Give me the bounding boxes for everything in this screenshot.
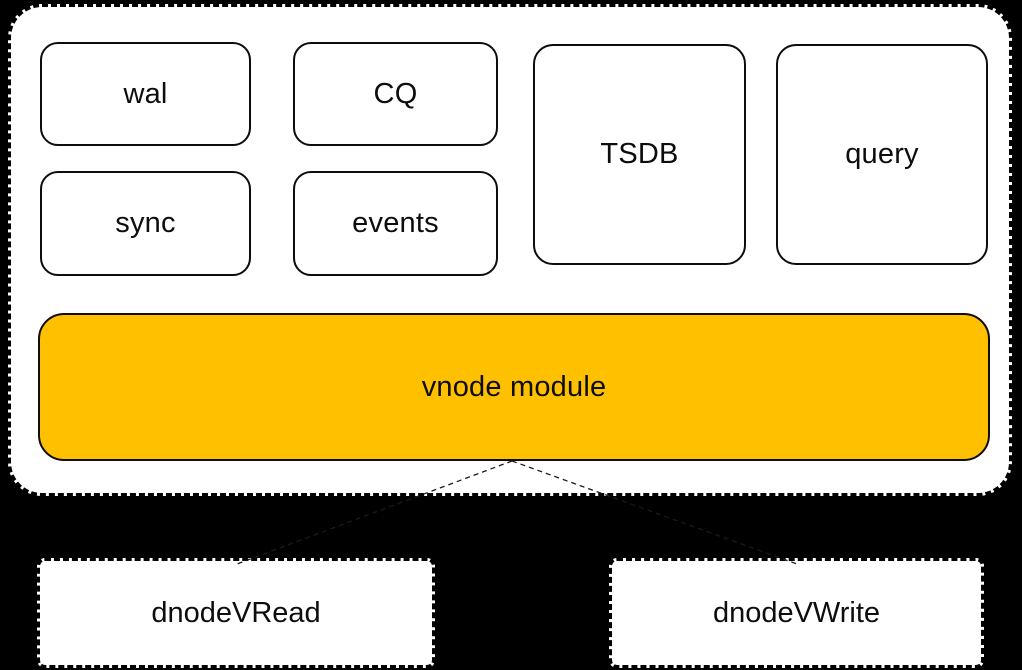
dnode-vwrite-box: dnodeVWrite — [609, 558, 984, 668]
vnode-box: vnode module — [38, 313, 990, 461]
module-box-events: events — [293, 171, 498, 276]
module-label-wal: wal — [123, 77, 168, 110]
module-label-query: query — [845, 138, 919, 170]
module-label-events: events — [352, 207, 439, 239]
dnode-vwrite-label: dnodeVWrite — [712, 596, 881, 629]
vnode-label: vnode module — [421, 370, 607, 403]
module-label-sync: sync — [115, 207, 176, 239]
module-box-wal: wal — [40, 42, 251, 146]
module-box-sync: sync — [40, 171, 251, 276]
module-box-tsdb: TSDB — [533, 44, 746, 265]
dnode-vread-label: dnodeVRead — [151, 596, 321, 629]
module-label-tsdb: TSDB — [600, 138, 679, 170]
dnode-vread-box: dnodeVRead — [37, 558, 435, 668]
module-label-cq: CQ — [373, 77, 418, 110]
module-box-query: query — [776, 44, 988, 265]
module-box-cq: CQ — [293, 42, 498, 146]
